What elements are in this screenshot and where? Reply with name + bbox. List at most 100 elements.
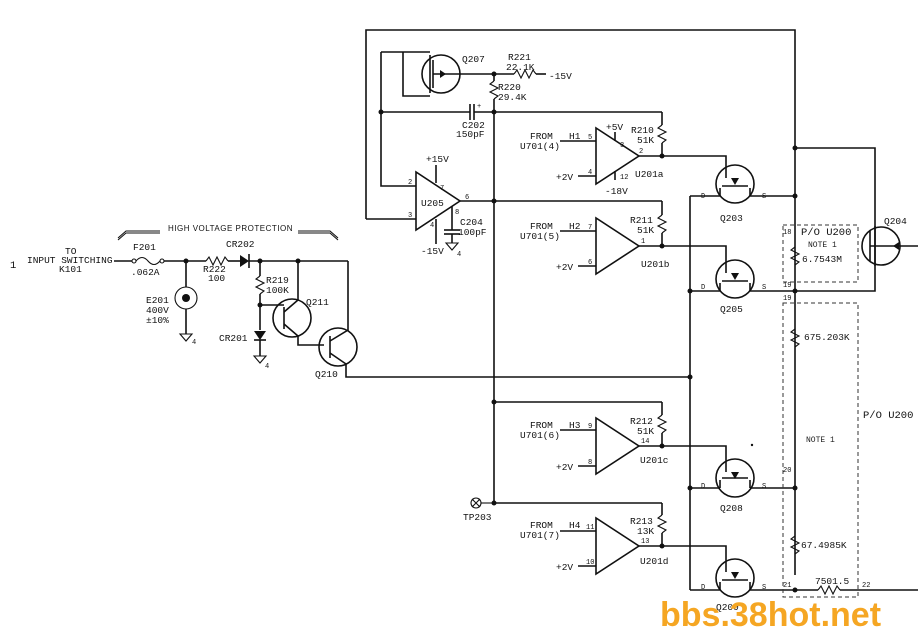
ctrl-h2-from: FROM — [530, 221, 553, 232]
ctrl-h4-supply: +2V — [556, 562, 573, 573]
u205-pin6: 6 — [465, 194, 469, 202]
r222-ref: R222 — [203, 264, 226, 275]
q211-ref: Q211 — [306, 297, 329, 308]
u201b-pin-c: 6 — [588, 259, 592, 267]
r220-value: 29.4K — [498, 92, 527, 103]
network-r-b: 67.4985K — [801, 540, 847, 551]
r220-ref: R220 — [498, 82, 521, 93]
c202-ref: C202 — [462, 120, 485, 131]
network-pin-20: 20 — [783, 467, 791, 475]
u201d-pin-a: 11 — [586, 524, 594, 532]
e201-value1: 400V — [146, 305, 169, 316]
q204-ref: Q204 — [884, 216, 907, 227]
resistor-r210 — [656, 124, 668, 144]
q207-ref: Q207 — [462, 54, 485, 65]
watermark: bbs.38hot.net — [660, 596, 881, 631]
network-title-main: P/O U200 — [863, 410, 913, 422]
surge-arrester-e201 — [174, 261, 198, 342]
u205-pin3: 3 — [408, 212, 412, 220]
u201d-pin-c: 10 — [586, 559, 594, 567]
u201d-pin-out: 13 — [641, 538, 649, 546]
q205-s: S — [762, 284, 766, 292]
u205-ref: U205 — [421, 198, 444, 209]
input-label-1: TO — [65, 246, 77, 257]
fet-q203 — [690, 162, 795, 204]
transistor-q210 — [318, 261, 690, 378]
q209-ref: Q209 — [716, 602, 739, 613]
u201a-ref: U201a — [635, 169, 664, 180]
cr201-ref: CR201 — [219, 333, 248, 344]
u201a-pin-b: 3 — [620, 142, 624, 150]
q203-ref: Q203 — [720, 213, 743, 224]
ctrl-h2-supply: +2V — [556, 262, 573, 273]
network-r-top: 6.7543M — [802, 254, 842, 265]
resistor-r213 — [656, 514, 668, 534]
opamp-u201b — [560, 216, 727, 276]
u201c-pin-a: 9 — [588, 423, 592, 431]
q209-d: D — [701, 584, 705, 592]
q209-s: S — [762, 584, 766, 592]
r213-value: 13K — [637, 526, 654, 537]
opamp-u201d — [560, 516, 727, 576]
resistor-r222 — [205, 255, 229, 267]
u201d-ref: U201d — [640, 556, 669, 567]
q210-ref: Q210 — [315, 369, 338, 380]
resistor-r212 — [656, 414, 668, 434]
q208-d: D — [701, 483, 705, 491]
input-label-2: INPUT SWITCHING — [27, 255, 113, 266]
u205-pin7: 7 — [440, 185, 444, 193]
u201a-pin-c: 4 — [588, 169, 592, 177]
fet-q205 — [690, 259, 795, 299]
r221-ref: R221 — [508, 52, 531, 63]
r210-value: 51K — [637, 135, 654, 146]
u201a-pin-out: 2 — [639, 148, 643, 156]
resistor-r221 — [513, 68, 537, 80]
ctrl-h4-src: U701(7) — [520, 530, 560, 541]
u201a-supply-neg: -18V — [605, 186, 628, 197]
q205-ref: Q205 — [720, 304, 743, 315]
diode-cr201 — [254, 331, 266, 341]
network-pin-19b: 19 — [783, 295, 791, 303]
input-pin-label: 1 — [10, 260, 16, 272]
ctrl-h3-name: H3 — [569, 420, 581, 431]
network-title-top: P/O U200 — [801, 227, 851, 239]
network-r-c: 7501.5 — [815, 576, 850, 587]
c202-plus: + — [477, 103, 481, 111]
network-box-top — [782, 224, 859, 283]
ctrl-h4-from: FROM — [530, 520, 553, 531]
test-point-tp203 — [470, 497, 494, 509]
fuse-f201 — [135, 256, 161, 266]
ground-pin-3: 4 — [457, 251, 461, 259]
input-terminal: 1 TO INPUT SWITCHING K101 — [10, 246, 113, 275]
input-label-3: K101 — [59, 264, 82, 275]
u201a-supply-pos: +5V — [606, 122, 623, 133]
e201-value2: ±10% — [146, 315, 169, 326]
fet-q204 — [861, 226, 918, 266]
fet-q208 — [690, 458, 795, 498]
u205-pin8: 8 — [455, 209, 459, 217]
q203-s: S — [762, 193, 766, 201]
opamp-u201c — [560, 416, 727, 476]
network-box-main — [782, 302, 859, 598]
r219-value: 100K — [266, 285, 289, 296]
network-note-top: NOTE 1 — [808, 241, 837, 250]
ctrl-h4-name: H4 — [569, 520, 581, 531]
u205-supply-neg: -15V — [421, 246, 444, 257]
ground-pin-2: 4 — [265, 363, 269, 371]
network-pin-18: 18 — [783, 229, 791, 237]
hv-protection-label: HIGH VOLTAGE PROTECTION — [168, 224, 293, 233]
hv-protection-bracket: HIGH VOLTAGE PROTECTION — [117, 224, 339, 241]
u201c-ref: U201c — [640, 455, 669, 466]
ctrl-h3-supply: +2V — [556, 462, 573, 473]
r221-supply: -15V — [549, 71, 572, 82]
cr202-ref: CR202 — [226, 239, 255, 250]
r219-ref: R219 — [266, 275, 289, 286]
network-pin-22: 22 — [862, 582, 870, 590]
u201b-ref: U201b — [641, 259, 670, 270]
r221-value: 22.1K — [506, 62, 535, 73]
u205-pin2: 2 — [408, 179, 412, 187]
ground-pin-1: 4 — [192, 339, 196, 347]
r210-ref: R210 — [631, 125, 654, 136]
resistor-r219 — [254, 275, 266, 295]
q208-ref: Q208 — [720, 503, 743, 514]
